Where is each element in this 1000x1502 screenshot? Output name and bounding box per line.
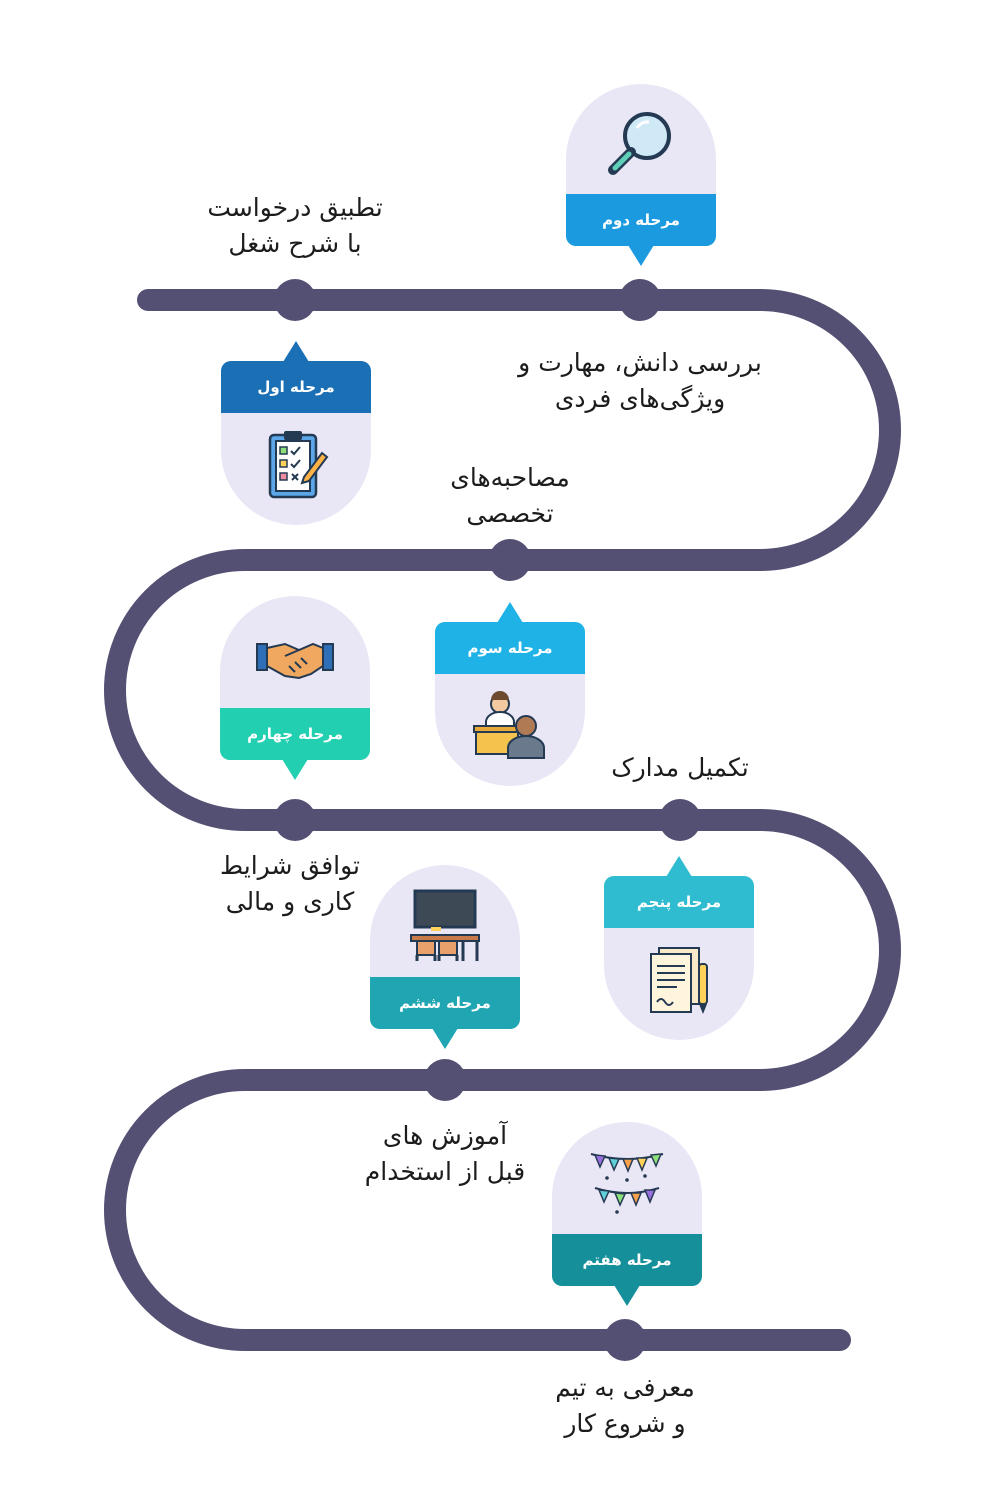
description-line: معرفی به تیم [555,1373,695,1402]
documents-icon [604,930,754,1030]
stage-description-3: مصاحبه‌های تخصصی [380,460,640,532]
stage-pointer [628,245,654,266]
stage-label: مرحله دوم [566,194,716,246]
checklist-icon [221,415,371,515]
description-line: و شروع کار [564,1409,686,1438]
description-line: تکمیل مدارک [611,753,749,782]
description-line: قبل از استخدام [364,1157,526,1186]
road-dot [619,279,661,321]
description-line: ویژگی‌های فردی [554,384,726,413]
road-dot [489,539,531,581]
stage-card-3: مرحله سوم [435,602,585,786]
description-line: مصاحبه‌های [450,463,570,492]
stage-pointer [614,1285,640,1306]
stage-card-5: مرحله پنجم [604,856,754,1040]
stage-label: مرحله هفتم [552,1234,702,1286]
stage-label: مرحله ششم [370,977,520,1029]
description-line: با شرح شغل [228,229,362,258]
description-line: تطبیق درخواست [207,193,383,222]
celebration-icon [552,1132,702,1232]
interview-icon [435,676,585,776]
stage-pointer [432,1028,458,1049]
stage-pointer [497,602,523,623]
stage-card-1: مرحله اول [221,341,371,525]
description-line: بررسی دانش، مهارت و [518,348,762,377]
description-line: تخصصی [466,499,554,528]
road-dot [274,799,316,841]
description-line: توافق شرایط [220,851,360,880]
stage-label: مرحله سوم [435,622,585,674]
stage-card-7: مرحله هفتم [552,1122,702,1306]
stage-label: مرحله چهارم [220,708,370,760]
road-dot [659,799,701,841]
stage-pointer [666,856,692,877]
stage-description-4: توافق شرایط کاری و مالی [160,848,420,920]
description-line: کاری و مالی [225,887,355,916]
road-dot [274,279,316,321]
stage-description-5: تکمیل مدارک [580,750,780,786]
description-line: آموزش های [382,1121,508,1150]
stage-card-6: مرحله ششم [370,865,520,1049]
stage-pointer [282,759,308,780]
handshake-icon [220,606,370,706]
road-dot [424,1059,466,1101]
stage-description-2: بررسی دانش، مهارت و ویژگی‌های فردی [500,345,780,417]
road-dot [604,1319,646,1361]
stage-description-1: تطبیق درخواست با شرح شغل [150,190,440,262]
stage-label: مرحله اول [221,361,371,413]
stage-card-2: مرحله دوم [566,84,716,266]
magnifier-icon [566,94,716,194]
stage-description-6: آموزش های قبل از استخدام [330,1118,560,1190]
stage-pointer [283,341,309,362]
road-path [104,289,901,1351]
classroom-icon [370,875,520,975]
stage-card-4: مرحله چهارم [220,596,370,780]
stage-label: مرحله پنجم [604,876,754,928]
stage-description-7: معرفی به تیم و شروع کار [505,1370,745,1442]
